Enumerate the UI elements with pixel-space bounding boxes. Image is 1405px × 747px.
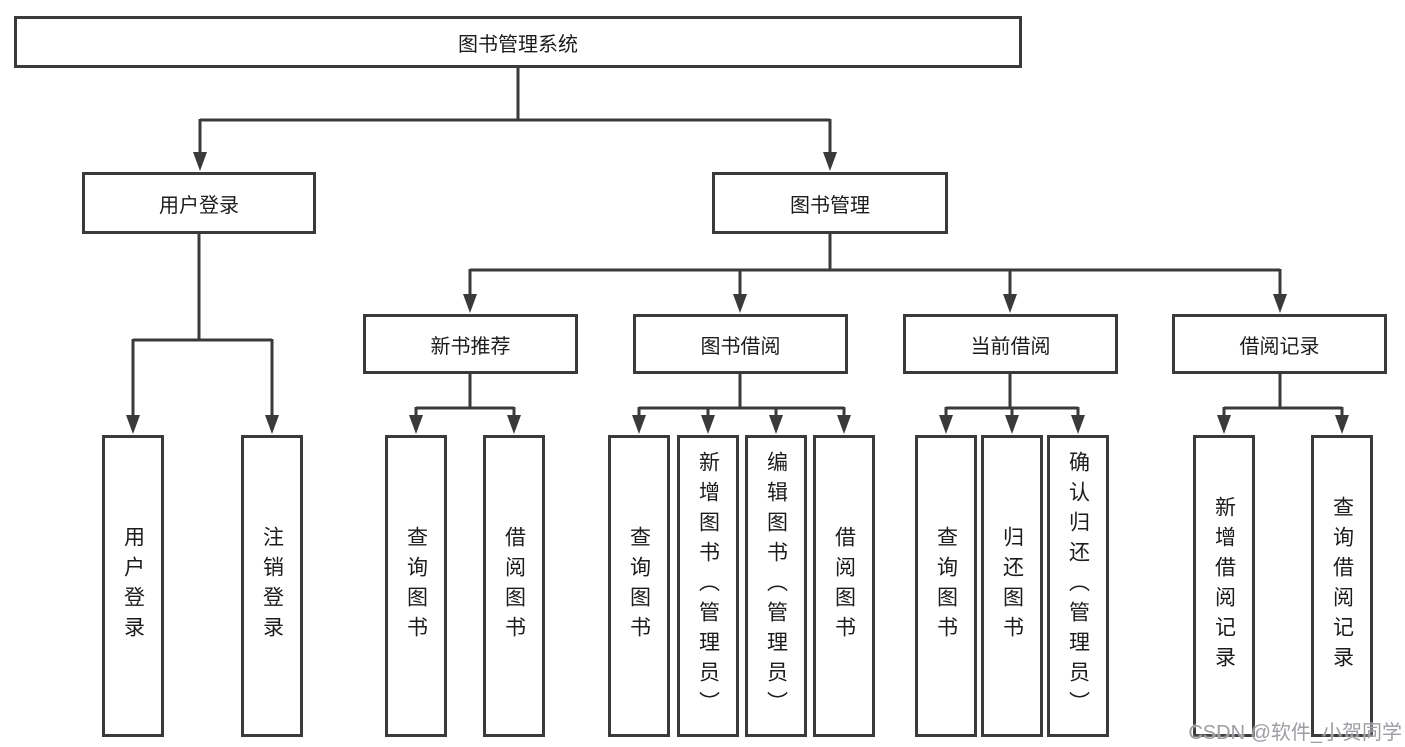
leaf-label: 借阅图书 [832,526,856,646]
edge-book-mgmt-children [463,234,1287,313]
node-label: 图书管理 [790,194,870,217]
leaf-add-book-admin: 新增图书（管理员） [677,435,739,737]
leaf-label: 归还图书 [1000,526,1024,646]
leaf-query-borrow-record: 查询借阅记录 [1311,435,1373,737]
leaf-user-login: 用户登录 [102,435,164,737]
node-root-label: 图书管理系统 [458,33,578,56]
edge-new-rec-children [409,374,521,434]
leaf-label: 编辑图书（管理员） [764,451,788,721]
node-label: 借阅记录 [1239,335,1320,358]
edge-current-children [939,374,1085,434]
node-label: 新书推荐 [430,335,511,358]
node-new-book-recommend: 新书推荐 [363,314,578,374]
leaf-label: 新增图书（管理员） [696,451,720,721]
leaf-query-book-current: 查询图书 [915,435,977,737]
edge-user-login-children [126,234,279,434]
node-book-borrowing: 图书借阅 [633,314,848,374]
leaf-label: 新增借阅记录 [1212,496,1236,676]
edge-root-to-level2 [193,68,837,171]
leaf-label: 注销登录 [260,526,284,646]
leaf-borrow-book: 借阅图书 [813,435,875,737]
node-borrowing-records: 借阅记录 [1172,314,1387,374]
leaf-return-book: 归还图书 [981,435,1043,737]
leaf-label: 查询图书 [934,526,958,646]
leaf-borrow-book-recommend: 借阅图书 [483,435,545,737]
leaf-edit-book-admin: 编辑图书（管理员） [745,435,807,737]
node-book-management: 图书管理 [712,172,948,234]
watermark: CSDN @软件_小贺同学 [1188,722,1402,744]
leaf-label: 查询借阅记录 [1330,496,1354,676]
node-user-login: 用户登录 [82,172,316,234]
node-label: 图书借阅 [700,335,781,358]
leaf-label: 确认归还（管理员） [1066,451,1090,721]
leaf-label: 查询图书 [627,526,651,646]
leaf-confirm-return-admin: 确认归还（管理员） [1047,435,1109,737]
leaf-query-book-borrowing: 查询图书 [608,435,670,737]
node-current-borrowing: 当前借阅 [903,314,1118,374]
leaf-add-borrow-record: 新增借阅记录 [1193,435,1255,737]
edge-borrowing-children [632,374,851,434]
node-label: 用户登录 [159,194,239,217]
leaf-logout: 注销登录 [241,435,303,737]
leaf-label: 查询图书 [404,526,428,646]
node-label: 当前借阅 [970,335,1051,358]
node-root: 图书管理系统 [14,16,1022,68]
leaf-label: 用户登录 [121,526,145,646]
leaf-label: 借阅图书 [502,526,526,646]
edge-records-children [1217,374,1349,434]
leaf-query-book-recommend: 查询图书 [385,435,447,737]
